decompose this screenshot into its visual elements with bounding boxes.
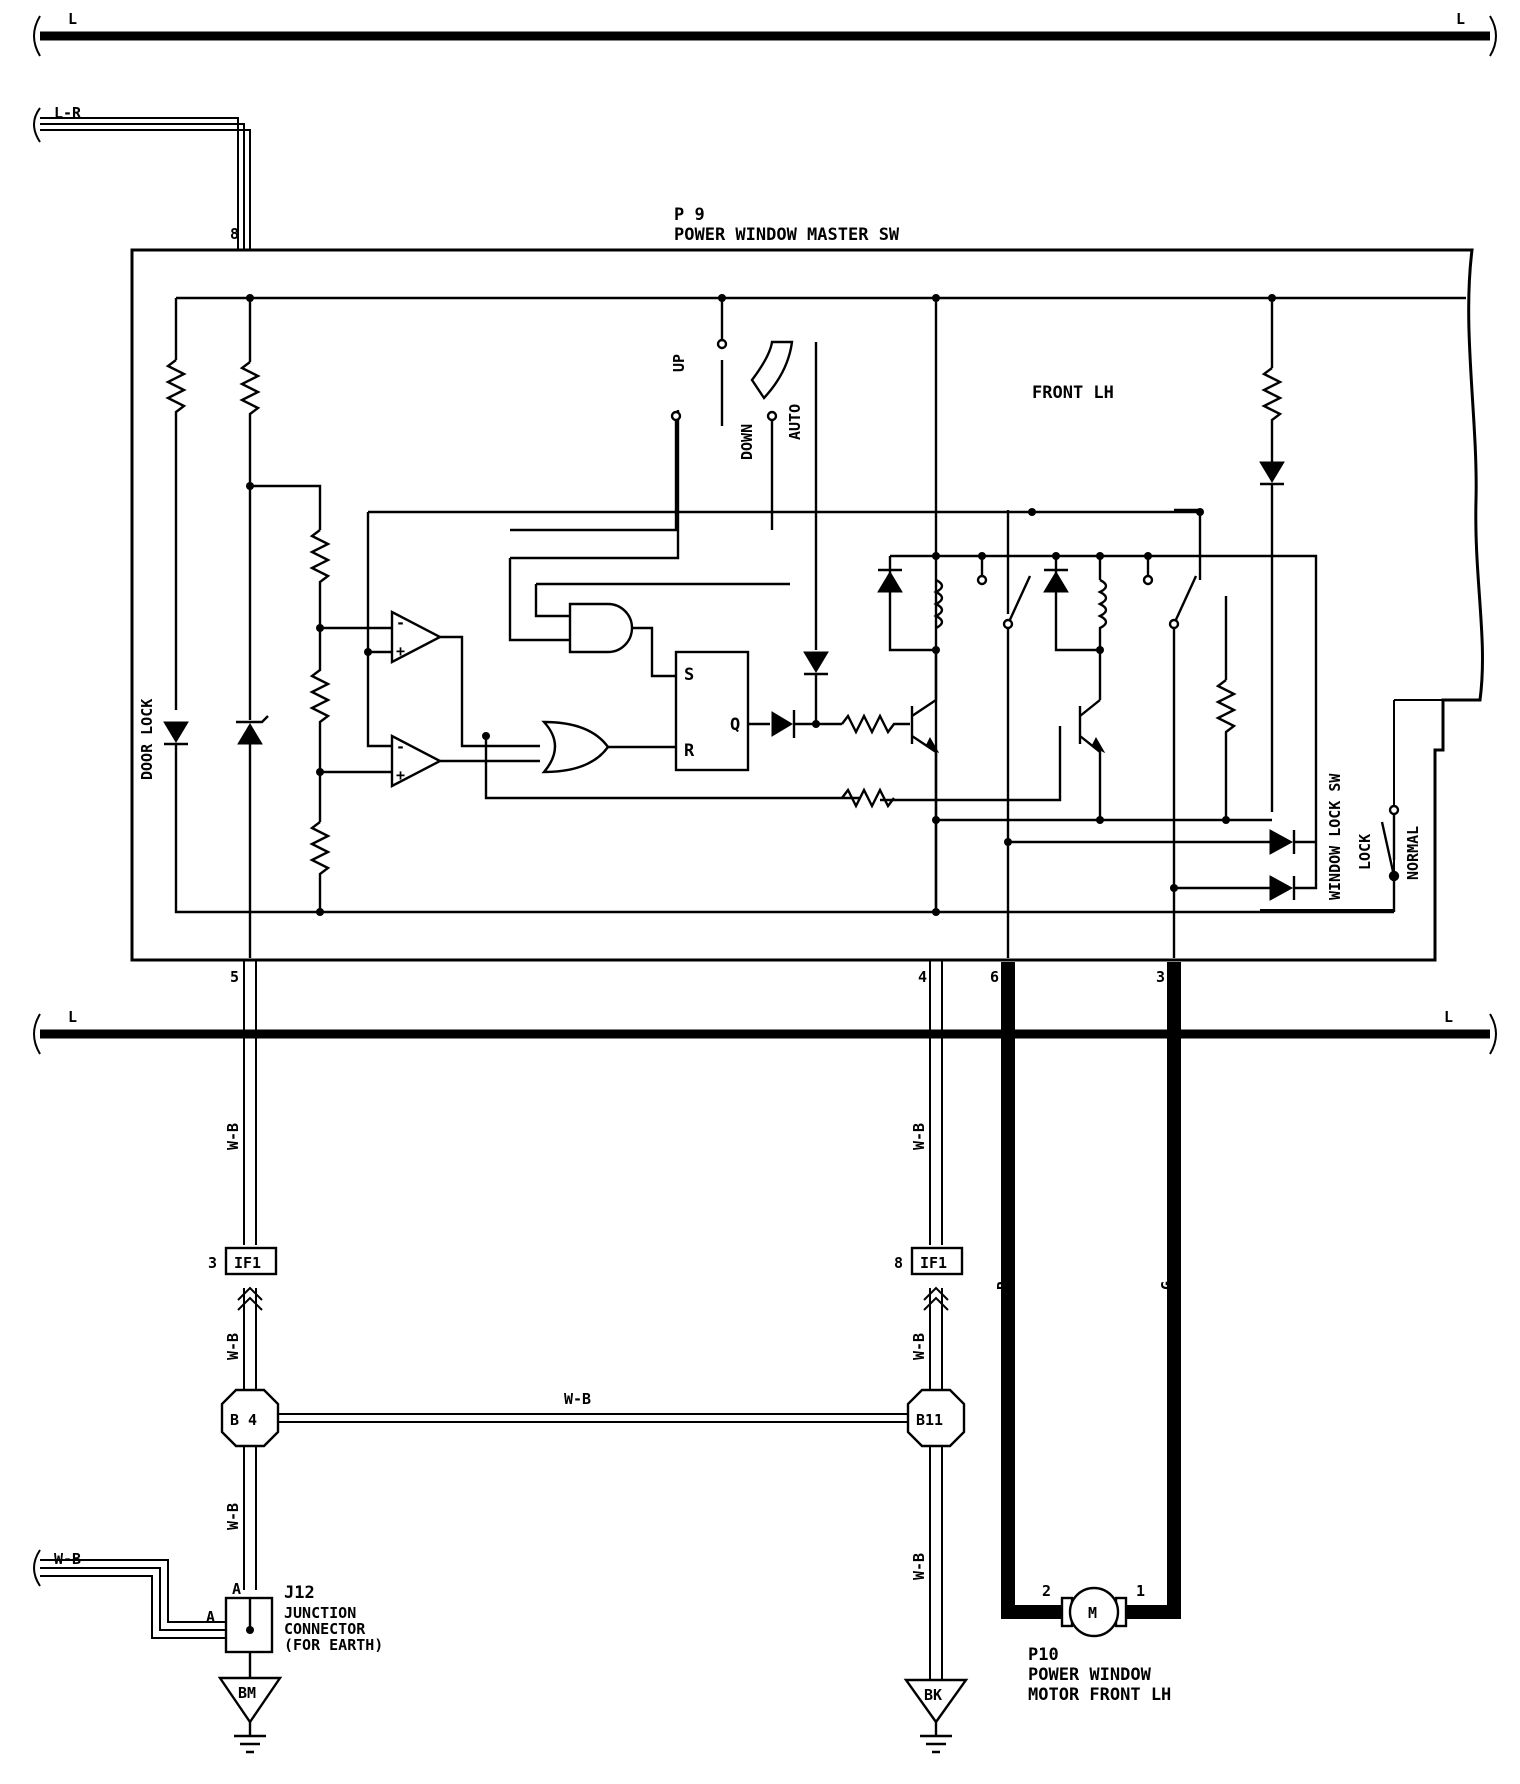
door-lock-label: DOOR LOCK	[138, 699, 156, 780]
top-bus-label-left: L	[68, 10, 77, 28]
wire-label-left-bottom: W-B	[224, 1503, 242, 1530]
motor-line1: POWER WINDOW	[1028, 1665, 1152, 1685]
motor-circuit	[1001, 962, 1181, 1619]
window-lock-sw-label: WINDOW LOCK SW	[1326, 773, 1344, 900]
wire-label-right-lower: W-B	[910, 1333, 928, 1360]
pin-6-label: 6	[990, 968, 999, 986]
if1-right-pin: 8	[894, 1254, 903, 1272]
top-bus-label-right: L	[1456, 10, 1465, 28]
wire-label-right-upper: W-B	[910, 1123, 928, 1150]
ground-bk-label: BK	[924, 1686, 942, 1704]
earth-input-wire	[33, 1549, 226, 1639]
b11-text: B11	[916, 1411, 943, 1429]
ground-bk	[903, 1678, 969, 1725]
up-label: UP	[670, 354, 688, 372]
ff-q: Q	[730, 715, 740, 735]
motor-pin-2: 2	[1042, 1582, 1051, 1600]
front-lh-label: FRONT LH	[1032, 383, 1114, 403]
auto-label: AUTO	[786, 404, 804, 440]
mid-power-bus: L L	[33, 1008, 1497, 1055]
motor-wire-red-label: R	[994, 1280, 1012, 1290]
j12-pin-a-left: A	[206, 1608, 215, 1626]
if1-left-text: IF1	[234, 1254, 261, 1272]
ff-s: S	[684, 665, 694, 685]
right-earth-branch	[923, 960, 949, 1680]
j12-line3: (FOR EARTH)	[284, 1636, 383, 1654]
ground-bm-label: BM	[238, 1684, 256, 1702]
motor-wire-green-label: G	[1158, 1281, 1176, 1290]
if1-left-pin: 3	[208, 1254, 217, 1272]
motor-line2: MOTOR FRONT LH	[1028, 1685, 1171, 1705]
ground-bm	[217, 1676, 283, 1725]
j12-line2: CONNECTOR	[284, 1620, 366, 1638]
down-label: DOWN	[738, 424, 756, 460]
ff-r: R	[684, 741, 695, 761]
b4-connector	[220, 1388, 280, 1448]
master-switch-code: P 9	[674, 205, 705, 225]
b4-text: B 4	[230, 1411, 257, 1429]
normal-label: NORMAL	[1404, 826, 1422, 880]
master-switch-name: POWER WINDOW MASTER SW	[674, 225, 900, 245]
ground-bk-symbol	[920, 1722, 952, 1754]
lock-label: LOCK	[1356, 834, 1374, 870]
feed-wire-label: L-R	[54, 104, 82, 122]
pin-4-label: 4	[918, 968, 927, 986]
l-r-feed-wire: L-R	[33, 104, 251, 250]
wire-label-left-lower: W-B	[224, 1333, 242, 1360]
cross-wire	[278, 1413, 912, 1423]
comp2-minus: -	[396, 738, 405, 756]
pin-5-label: 5	[230, 968, 239, 986]
j12-code: J12	[284, 1583, 315, 1603]
j12-pin-a-top: A	[232, 1580, 241, 1598]
if1-right-text: IF1	[920, 1254, 947, 1272]
wire-label-left-upper: W-B	[224, 1123, 242, 1150]
comp1-minus: -	[396, 614, 405, 632]
internal-circuit: - + - + S R Q	[163, 294, 1466, 958]
j12-line1: JUNCTION	[284, 1604, 356, 1622]
mid-bus-label-right: L	[1444, 1008, 1453, 1026]
motor-code: P10	[1028, 1645, 1059, 1665]
ground-bm-symbol	[234, 1722, 266, 1754]
if1-connector-left	[224, 1246, 278, 1276]
mid-bus-label-left: L	[68, 1008, 77, 1026]
motor-m: M	[1088, 1604, 1097, 1622]
pin-3-label: 3	[1156, 968, 1165, 986]
motor-symbol	[1068, 1586, 1120, 1638]
if1-connector-right	[910, 1246, 964, 1276]
pin-8-label: 8	[230, 225, 239, 243]
motor-pin-1: 1	[1136, 1582, 1145, 1600]
b11-connector	[906, 1388, 966, 1448]
master-switch-frame	[130, 248, 1484, 962]
cross-wire-label: W-B	[564, 1390, 591, 1408]
comp2-plus: +	[396, 766, 405, 784]
top-power-bus: L L	[33, 10, 1497, 57]
comp1-plus: +	[396, 642, 405, 660]
wire-label-right-bottom: W-B	[910, 1553, 928, 1580]
earth-input-label: W-B	[54, 1550, 81, 1568]
